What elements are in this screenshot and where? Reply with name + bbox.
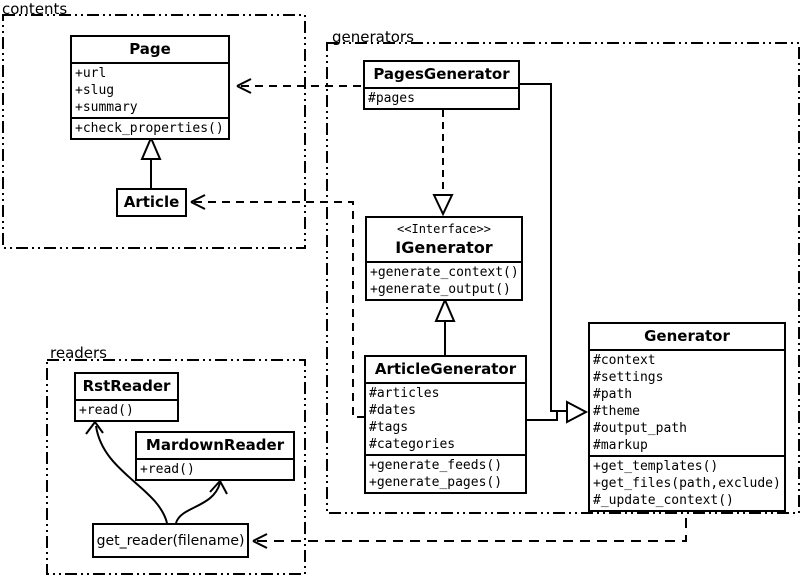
class-igenerator-methods: +generate_context() +generate_output() bbox=[367, 261, 521, 299]
inheritance-articlegenerator-igenerator bbox=[434, 297, 456, 355]
class-igenerator-stereotype: <<Interface>> bbox=[397, 222, 491, 236]
attribute: +url bbox=[75, 66, 107, 81]
attribute: #settings bbox=[593, 370, 664, 385]
class-generator: Generator #context #settings #path #them… bbox=[588, 322, 786, 512]
class-mardown-reader-name: MardownReader bbox=[145, 436, 285, 454]
attribute: #context bbox=[593, 353, 656, 368]
class-generator-attributes: #context #settings #path #theme #output_… bbox=[590, 349, 784, 455]
package-readers-border bbox=[46, 359, 306, 575]
attribute: +summary bbox=[75, 100, 138, 115]
method: +get_files(path,exclude) bbox=[593, 476, 781, 491]
class-article-generator-attributes: #articles #dates #tags #categories bbox=[366, 382, 525, 454]
class-article-name: Article bbox=[123, 193, 180, 211]
inheritance-article-page bbox=[140, 135, 162, 188]
attribute: #output_path bbox=[593, 421, 687, 436]
method: +check_properties() bbox=[75, 121, 224, 136]
attribute: #theme bbox=[593, 404, 640, 419]
class-pages-generator-name: PagesGenerator bbox=[373, 65, 510, 83]
class-page-methods: +check_properties() bbox=[72, 117, 228, 138]
attribute: #dates bbox=[369, 403, 416, 418]
attribute: #tags bbox=[369, 420, 409, 435]
dependency-articlegenerator-article bbox=[190, 194, 365, 418]
attribute: #categories bbox=[369, 437, 456, 452]
method: +read() bbox=[140, 462, 195, 477]
method: #_update_context() bbox=[593, 493, 734, 508]
association-getreader-rstreader bbox=[85, 421, 168, 524]
class-page-attributes: +url +slug +summary bbox=[72, 62, 228, 117]
class-article-generator-methods: +generate_feeds() +generate_pages() bbox=[366, 454, 525, 492]
method: +generate_feeds() bbox=[369, 458, 503, 473]
class-page: Page +url +slug +summary +check_properti… bbox=[70, 35, 230, 140]
dependency-pagesgenerator-page bbox=[236, 78, 361, 94]
class-generator-name: Generator bbox=[644, 327, 730, 345]
method: +generate_context() bbox=[370, 265, 519, 280]
package-contents-border bbox=[2, 14, 306, 249]
class-page-name: Page bbox=[129, 40, 171, 58]
package-label-readers: readers bbox=[50, 344, 107, 362]
dependency-generator-getreader bbox=[252, 501, 687, 549]
function-get-reader: get_reader(filename) bbox=[92, 523, 249, 558]
attribute: #path bbox=[593, 387, 633, 402]
realization-pagesgenerator-igenerator bbox=[432, 110, 454, 217]
class-rst-reader-methods: +read() bbox=[76, 399, 177, 420]
class-article: Article bbox=[116, 188, 187, 217]
class-mardown-reader: MardownReader +read() bbox=[135, 431, 295, 481]
class-pages-generator-attributes: #pages bbox=[365, 87, 518, 108]
package-label-generators: generators bbox=[332, 28, 414, 46]
class-igenerator: <<Interface>> IGenerator +generate_conte… bbox=[365, 216, 523, 301]
class-article-generator: ArticleGenerator #articles #dates #tags … bbox=[364, 355, 527, 494]
class-generator-methods: +get_templates() +get_files(path,exclude… bbox=[590, 455, 784, 510]
attribute: +slug bbox=[75, 83, 115, 98]
method: +get_templates() bbox=[593, 459, 719, 474]
attribute: #articles bbox=[369, 386, 440, 401]
class-rst-reader-name: RstReader bbox=[82, 377, 171, 395]
inheritance-generators-generator bbox=[520, 83, 589, 424]
attribute: #markup bbox=[593, 438, 648, 453]
package-label-contents: contents bbox=[2, 0, 68, 18]
method: +read() bbox=[79, 403, 134, 418]
class-pages-generator: PagesGenerator #pages bbox=[363, 60, 520, 110]
class-rst-reader: RstReader +read() bbox=[74, 372, 179, 422]
class-mardown-reader-methods: +read() bbox=[137, 458, 293, 479]
class-igenerator-name: IGenerator bbox=[395, 238, 493, 257]
package-generators-border bbox=[326, 42, 800, 514]
method: +generate_pages() bbox=[369, 475, 503, 490]
attribute: #pages bbox=[368, 91, 415, 106]
class-article-generator-name: ArticleGenerator bbox=[374, 360, 517, 378]
function-get-reader-label: get_reader(filename) bbox=[96, 532, 245, 549]
association-getreader-mardownreader bbox=[175, 480, 228, 524]
method: +generate_output() bbox=[370, 282, 511, 297]
